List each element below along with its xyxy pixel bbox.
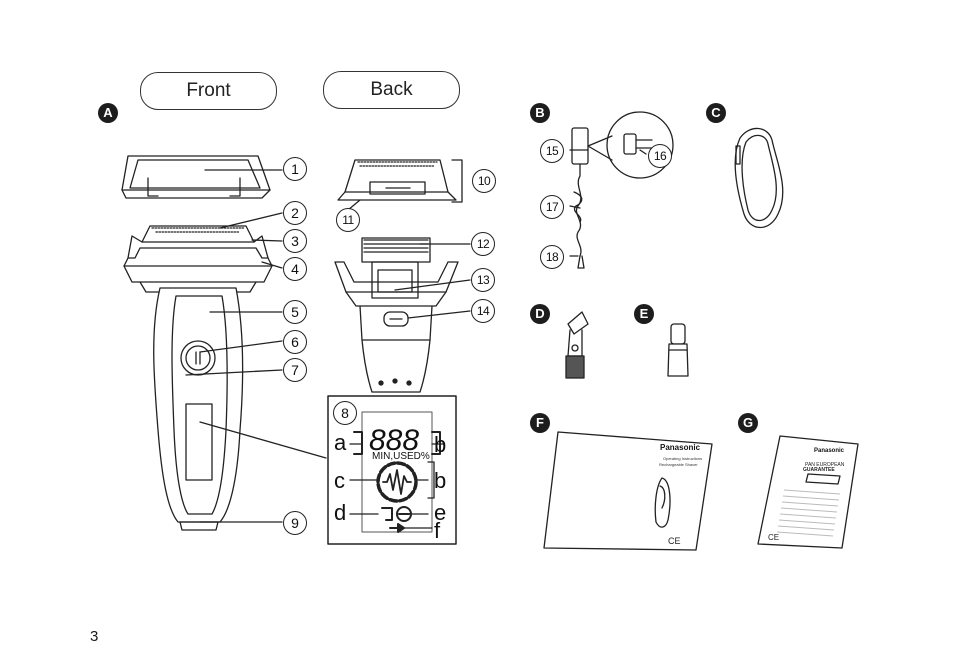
manual-title: Operating Instructions (663, 456, 702, 461)
callout-17: 17 (540, 195, 564, 219)
guarantee-ce-mark: CE (768, 533, 779, 542)
section-f-marker: F (530, 413, 550, 433)
manual-ce-mark: CE (668, 536, 681, 546)
page-number: 3 (90, 628, 99, 645)
display-letter-e: e (434, 500, 446, 525)
display-letter-b-upper: b (434, 432, 446, 457)
callout-5: 5 (283, 300, 307, 324)
callout-15: 15 (540, 139, 564, 163)
manual-subtitle: Rechargeable Shaver (659, 462, 698, 467)
callout-9: 9 (283, 511, 307, 535)
section-g-marker: G (738, 413, 758, 433)
callout-6: 6 (283, 330, 307, 354)
display-letter-c: c (334, 468, 345, 493)
callout-12: 12 (471, 232, 495, 256)
section-e-marker: E (634, 304, 654, 324)
section-a-marker: A (98, 103, 118, 123)
back-label: Back (323, 71, 460, 109)
callout-2: 2 (283, 201, 307, 225)
guarantee-line1: PAN EUROPEAN (805, 462, 845, 468)
section-c-marker: C (706, 103, 726, 123)
callout-10: 10 (472, 169, 496, 193)
lcd-units: MIN,USED% (372, 451, 430, 462)
front-label: Front (140, 72, 277, 110)
ac-adaptor-drawing (571, 111, 674, 269)
callout-11: 11 (336, 208, 360, 232)
section-b-marker: B (530, 103, 550, 123)
cleaning-brush-drawing (565, 311, 589, 379)
lcd-digits: 888 (369, 424, 419, 457)
callout-18: 18 (540, 245, 564, 269)
display-letter-a: a (334, 430, 347, 455)
back-protective-cap (337, 159, 457, 201)
operating-manual-drawing (543, 431, 713, 551)
front-shaver-body (153, 287, 244, 531)
callout-14: 14 (471, 299, 495, 323)
pouch-drawing (734, 127, 784, 229)
callout-4: 4 (283, 257, 307, 281)
callout-13: 13 (471, 268, 495, 292)
display-letter-d: d (334, 500, 346, 525)
callout-1: 1 (283, 157, 307, 181)
back-shaver-body (334, 237, 459, 393)
guarantee-brand: Panasonic (814, 448, 845, 454)
front-protective-cap (121, 155, 271, 199)
oil-bottle-drawing (667, 323, 689, 377)
display-letter-b-lower: b (434, 468, 446, 493)
manual-brand: Panasonic (660, 443, 701, 452)
front-shaver-head (123, 225, 273, 293)
callout-3: 3 (283, 229, 307, 253)
section-d-marker: D (530, 304, 550, 324)
callout-8: 8 (333, 401, 357, 425)
callout-16: 16 (648, 144, 672, 168)
callout-7: 7 (283, 358, 307, 382)
display-letter-f: f (434, 518, 441, 543)
guarantee-line2: GUARANTEE (803, 467, 835, 473)
